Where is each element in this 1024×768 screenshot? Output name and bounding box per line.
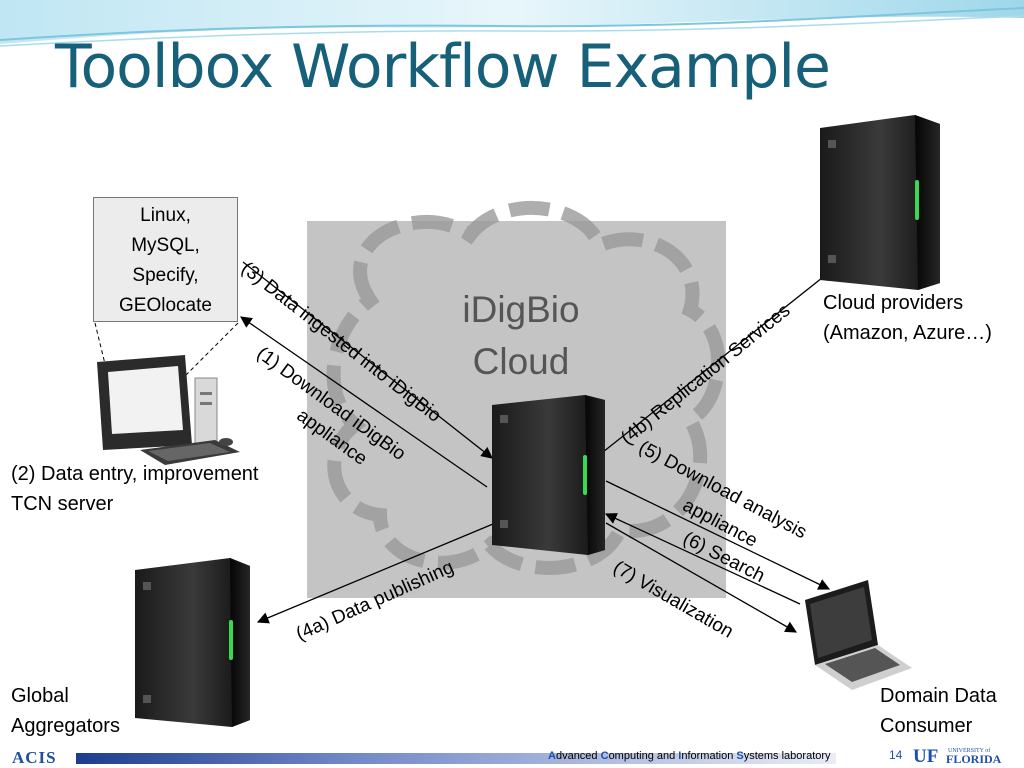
- software-item: GEOlocate: [94, 291, 237, 321]
- lab-name-part: nformation: [681, 750, 736, 762]
- callout-line: [95, 323, 106, 368]
- uf-name: FLORIDA: [946, 752, 1002, 765]
- lab-name-letter: S: [736, 750, 743, 762]
- university-logo: UF UNIVERSITY of FLORIDA: [913, 745, 1013, 765]
- domain-consumer-label-line1: Domain Data: [880, 681, 997, 711]
- software-item: MySQL,: [94, 231, 237, 261]
- lab-name: Advanced Computing and Information Syste…: [548, 750, 831, 762]
- cloud-providers-label: Cloud providers (Amazon, Azure…): [823, 288, 992, 348]
- global-aggregators-label-line1: Global: [11, 681, 120, 711]
- acis-logo: ACIS: [12, 748, 57, 768]
- server-icon: [135, 558, 250, 727]
- cloud-providers-label-line1: Cloud providers: [823, 288, 992, 318]
- tcn-server-label: (2) Data entry, improvement TCN server: [11, 459, 259, 519]
- software-stack-box: Linux, MySQL, Specify, GEOlocate: [93, 197, 238, 322]
- uf-mark: UF: [913, 746, 938, 765]
- tcn-server-label-line2: TCN server: [11, 489, 259, 519]
- software-item: Linux,: [94, 201, 237, 231]
- cloud-providers-label-line2: (Amazon, Azure…): [823, 318, 992, 348]
- lab-name-letter: A: [548, 750, 556, 762]
- software-item: Specify,: [94, 261, 237, 291]
- server-icon: [820, 115, 940, 290]
- page-number: 14: [889, 748, 902, 762]
- global-aggregators-label: Global Aggregators: [11, 681, 120, 741]
- laptop-icon: [805, 580, 912, 690]
- lab-name-part: omputing and: [609, 750, 679, 762]
- cloud-label-line2: Cloud: [436, 336, 606, 388]
- cloud-label-line1: iDigBio: [436, 284, 606, 336]
- lab-name-part: ystems laboratory: [744, 750, 831, 762]
- global-aggregators-label-line2: Aggregators: [11, 711, 120, 741]
- desktop-computer-icon: [97, 355, 240, 465]
- domain-consumer-label-line2: Consumer: [880, 711, 997, 741]
- lab-name-letter: C: [601, 750, 609, 762]
- cloud-label: iDigBio Cloud: [436, 284, 606, 388]
- domain-consumer-label: Domain Data Consumer: [880, 681, 997, 741]
- callout-line: [183, 323, 238, 378]
- lab-name-part: dvanced: [556, 750, 601, 762]
- server-icon: [492, 395, 605, 555]
- tcn-server-label-line1: (2) Data entry, improvement: [11, 459, 259, 489]
